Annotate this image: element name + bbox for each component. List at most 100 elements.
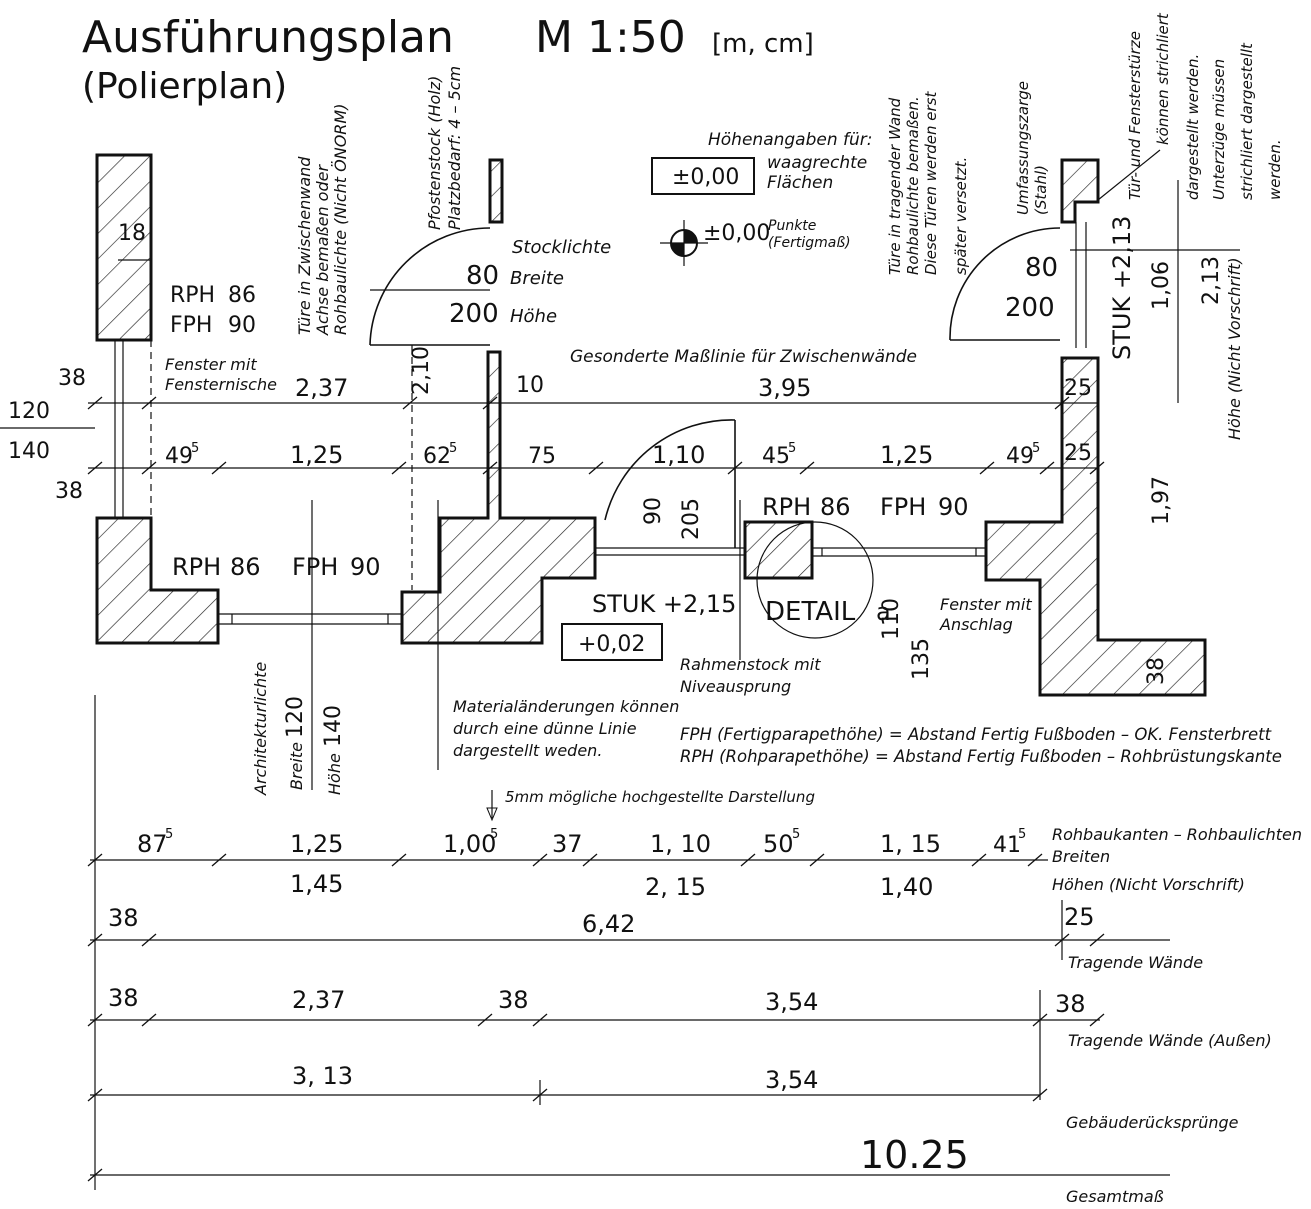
note-breite: Breite [510,268,564,289]
row3-val-38: 38 [108,904,139,932]
window-dim-110: 110 [879,598,904,640]
row5-val-3-13: 3, 13 [292,1062,353,1090]
svg-text:Platzbedarf: 4 – 5cm: Platzbedarf: 4 – 5cm [445,66,464,230]
dim-2-13: 2,13 [1199,256,1224,305]
row1-val-1-25: 1,25 [290,830,343,858]
dim-25-b: 25 [1064,441,1092,466]
dim-62-5: 62 [423,444,451,469]
door-swings [369,227,1061,639]
level-flaechen-value: ±0,00 [672,165,739,190]
level-markers [561,157,755,661]
row4-label: Tragende Wände (Außen) [1068,1031,1272,1050]
door-1-width: 80 [466,261,499,291]
svg-text:Breite: Breite [287,742,306,790]
note-rahmenstock-1: Rahmenstock mit [680,655,821,674]
note-material-3: dargestellt weden. [453,741,602,760]
row3-val-25: 25 [1064,903,1095,931]
row1-val-50-5: 50 [763,830,794,858]
dim-left-38-a: 38 [58,366,86,391]
dimension-ruler-lines [90,695,1170,1190]
svg-text:Umfassungszarge: Umfassungszarge [1014,81,1032,215]
note-pfostenstock: Pfostenstock (Holz) Platzbedarf: 4 – 5cm [425,66,464,230]
row5-label: Gebäuderücksprünge [1066,1113,1239,1132]
label-rph-bottom: RPH [172,553,221,581]
svg-text:Unterzüge müssen: Unterzüge müssen [1210,59,1228,200]
label-fph-bottom: FPH [292,553,338,581]
notes-text: Höhenangaben für: ±0,00 waagrechte Fläch… [165,12,1284,822]
partition-top-left [488,158,504,224]
row6-label: Gesamtmaß [1066,1187,1164,1206]
dim-1-25-a: 1,25 [290,441,343,469]
svg-text:Architekturlichte: Architekturlichte [251,662,270,796]
walls [95,153,1207,697]
row4-val-2-37: 2,37 [292,986,345,1014]
svg-text:Rohbaulichte bemaßen.: Rohbaulichte bemaßen. [904,96,922,275]
plan-subtitle: (Polierplan) [82,66,287,107]
detail-label: DETAIL [765,597,856,627]
row1-label-1: Rohbaukanten – Rohbaulichten [1052,825,1302,844]
svg-text:86: 86 [230,553,261,581]
door-3-swing [604,419,736,521]
row2-label: Höhen (Nicht Vorschrift) [1052,875,1245,894]
svg-text:Höhe (Nicht Vorschrift): Höhe (Nicht Vorschrift) [1225,257,1244,440]
note-hoehenangaben: Höhenangaben für: [708,130,873,150]
door-1-height: 200 [449,299,499,329]
svg-text:86: 86 [820,493,851,521]
plan-dimension-lines [0,149,1240,790]
dim-left-38-b: 38 [55,479,83,504]
svg-text:Tür- und Fensterstürze: Tür- und Fensterstürze [1126,31,1144,200]
dim-1-06: 1,06 [1149,261,1174,310]
svg-text:5: 5 [792,827,800,842]
detail-letter: a [876,598,891,626]
dim-2-37: 2,37 [295,374,348,402]
note-arch-breite: Breite 120 [283,696,308,790]
row1-label-2: Breiten [1052,847,1110,866]
detail-circle [756,521,874,639]
door-2-height: 200 [1005,293,1055,323]
dim-1-25-b: 1,25 [880,441,933,469]
svg-text:90: 90 [938,493,969,521]
note-gesonderte-masslinie: Gesonderte Maßlinie für Zwischenwände [570,347,917,367]
dim-left-120: 120 [8,399,50,424]
dim-left-140: 140 [8,439,50,464]
note-hoehe-nicht-vorschrift: Höhe (Nicht Vorschrift) [1225,257,1244,440]
window-dim-135: 135 [909,638,934,680]
svg-text:90: 90 [350,553,381,581]
row4-val-3-54: 3,54 [765,988,818,1016]
note-fph-definition: FPH (Fertigparapethöhe) = Abstand Fertig… [680,725,1272,744]
note-hoehe: Höhe [510,306,557,327]
note-fenster-anschlag-1: Fenster mit [940,595,1032,614]
note-fenster-nische-2: Fensternische [165,375,277,394]
wall-left-lower [95,516,220,645]
note-fenster-anschlag-2: Anschlag [939,615,1013,634]
svg-text:Achse bemaßen oder: Achse bemaßen oder [313,164,332,336]
wall-right-upper [1060,158,1100,224]
svg-text:90: 90 [228,313,256,338]
row6-val-10-25: 10.25 [860,1133,969,1177]
svg-text:Diese Türen werden erst: Diese Türen werden erst [922,91,940,275]
dimension-rows: 87 5 1,25 1,00 5 37 1, 10 50 5 1, 15 41 … [108,825,1302,1206]
wall-right [984,356,1207,697]
door-3-dim-90: 90 [641,497,666,525]
door-1-swing [369,227,491,346]
svg-text:Türe in tragender Wand: Türe in tragender Wand [886,97,904,275]
dim-75: 75 [528,444,556,469]
svg-text:5: 5 [788,441,796,456]
label-rph-right: RPH [762,493,811,521]
svg-text:Rohbaulichte (Nicht ÖNORM): Rohbaulichte (Nicht ÖNORM) [331,104,350,335]
plan-title: Ausführungsplan [82,12,454,63]
svg-text:(Stahl): (Stahl) [1032,165,1050,215]
level-box-002 [561,623,663,661]
row2-val-1-45: 1,45 [290,870,343,898]
svg-text:86: 86 [228,283,256,308]
note-architekturlichte: Architekturlichte [251,662,270,796]
svg-text:140: 140 [321,705,346,747]
dim-49-5-b: 49 [1006,444,1034,469]
row2-val-2-15: 2, 15 [645,873,706,901]
door-2-swing [949,227,1061,341]
row1-val-1-15: 1, 15 [880,830,941,858]
row1-val-87-5: 87 [137,830,168,858]
note-punkte: Punkte [768,218,816,234]
tick-marks [87,396,1105,1182]
